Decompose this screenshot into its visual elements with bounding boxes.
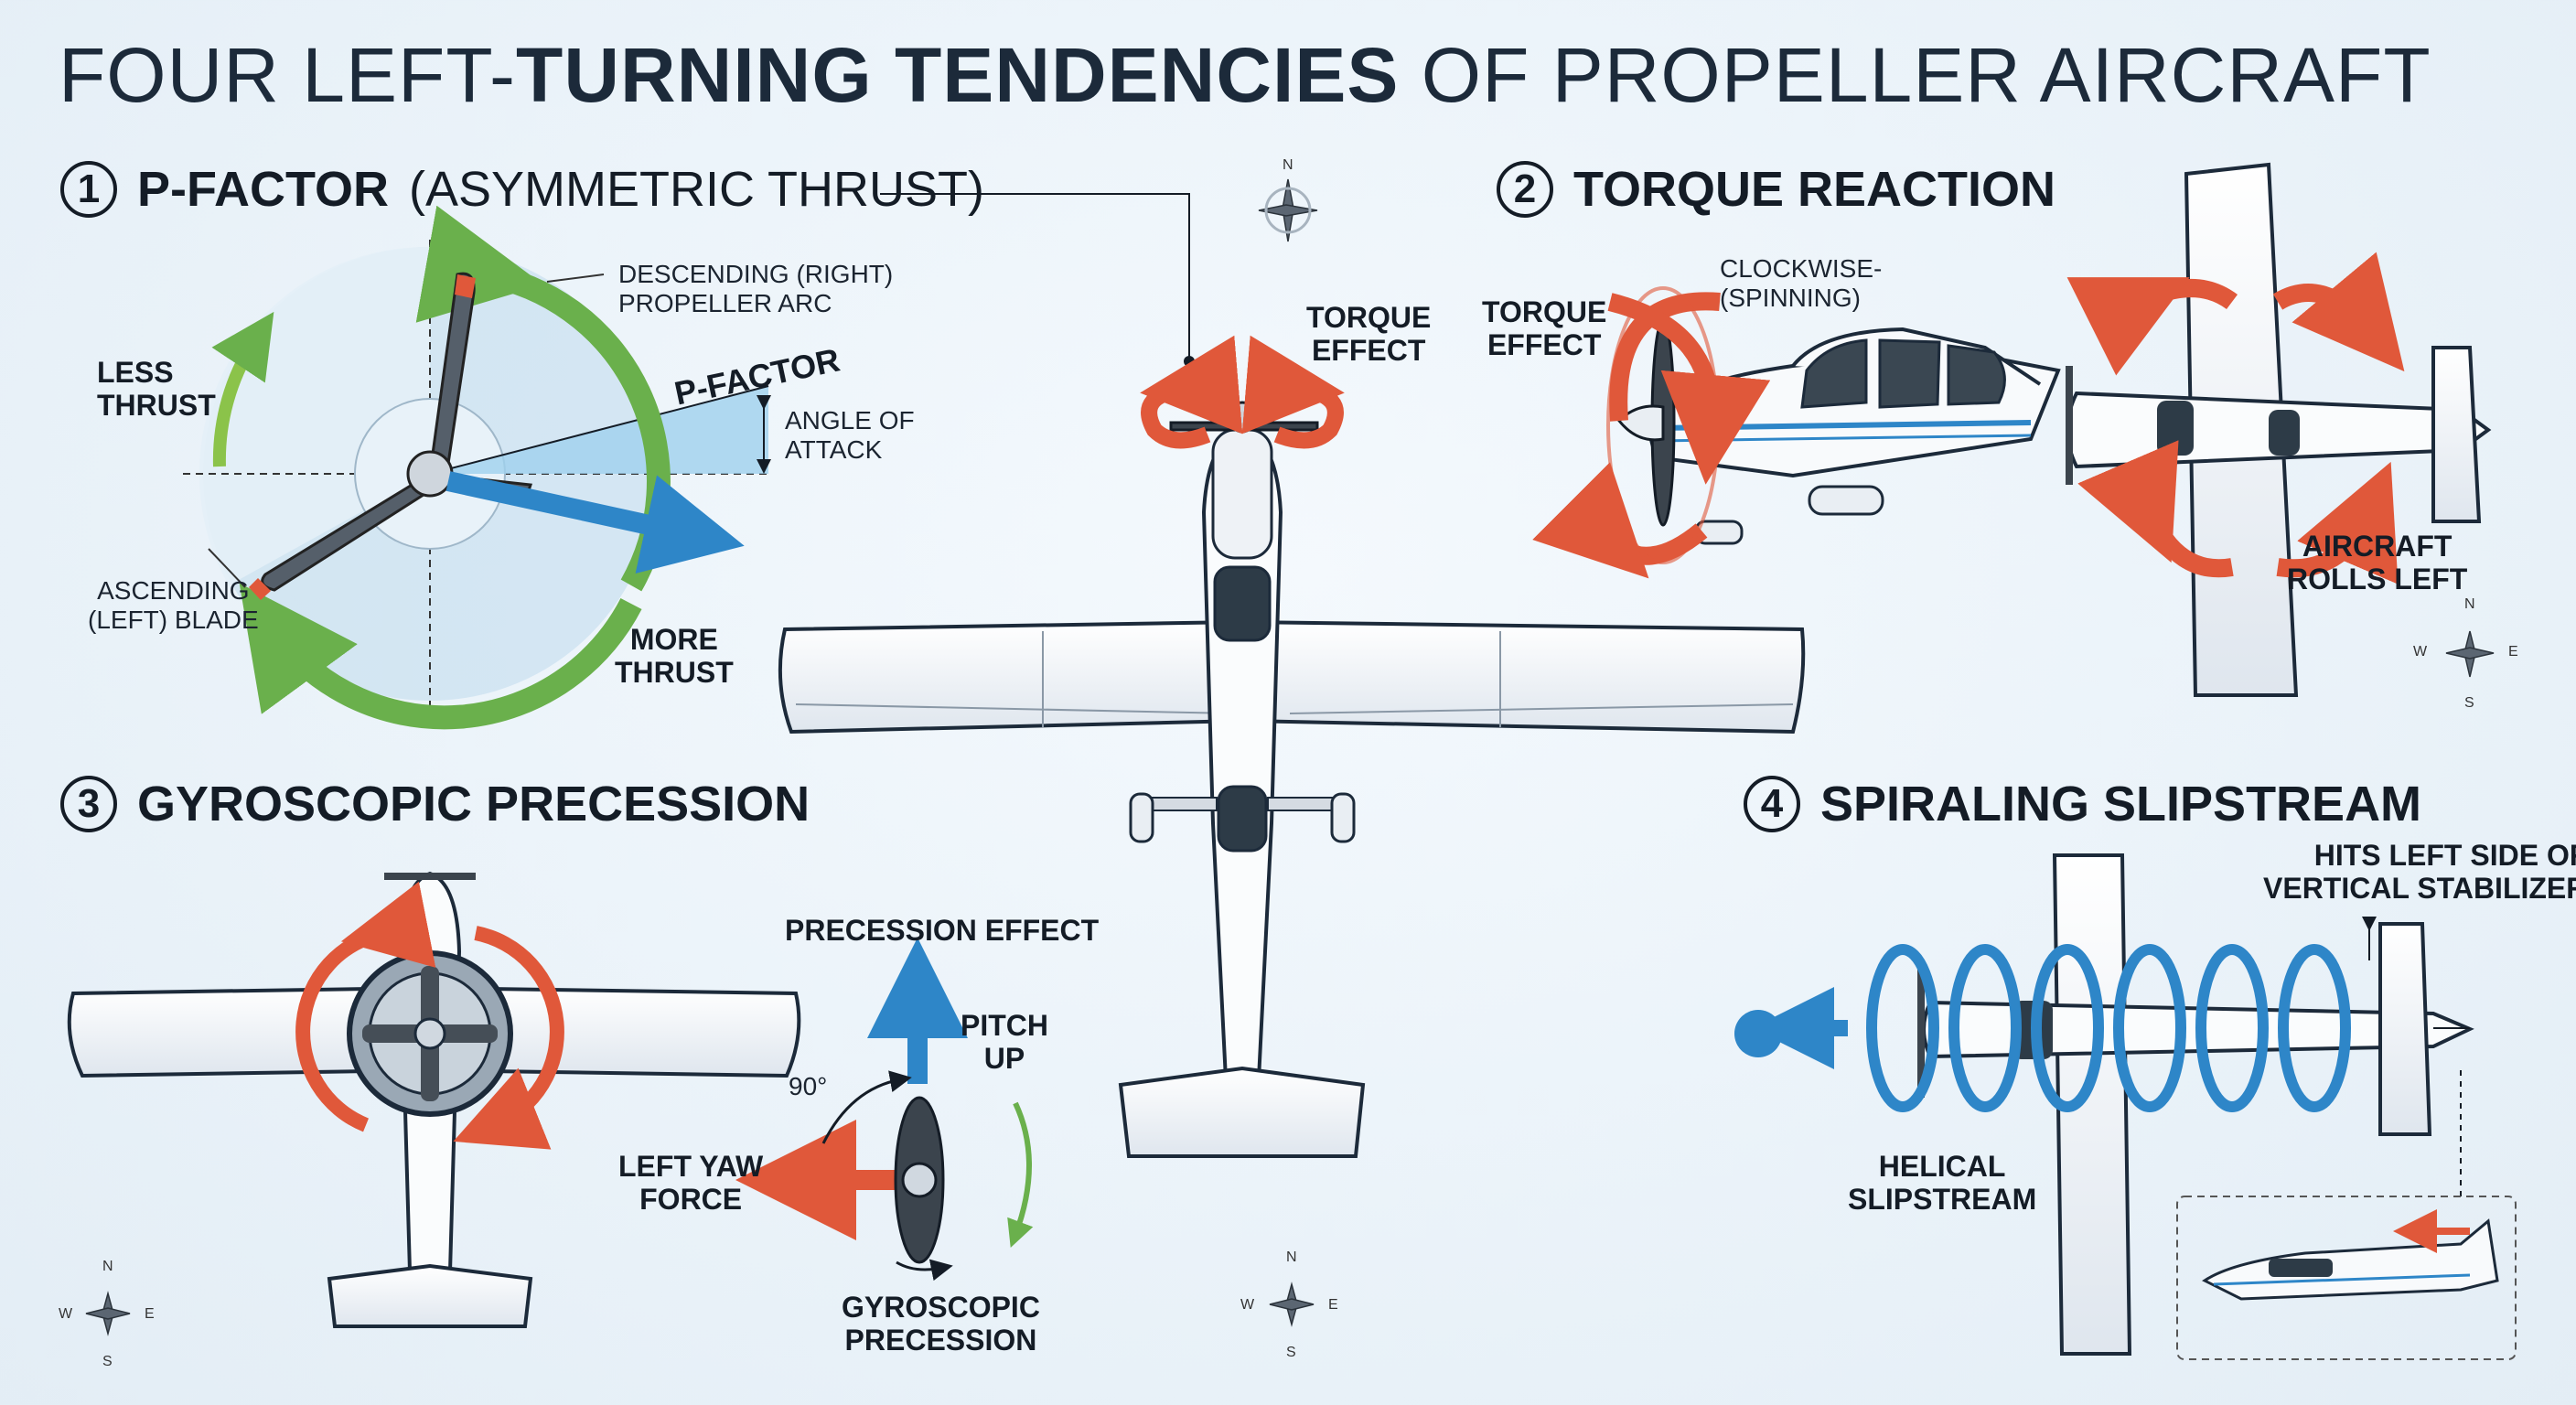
compass-s: S: [1286, 1345, 1296, 1360]
torque-side-view: [1532, 286, 2061, 579]
section-number: 3: [60, 776, 117, 832]
less-thrust-arrow: [211, 311, 274, 467]
descending-arc-label: DESCENDING (RIGHT)PROPELLER ARC: [618, 260, 894, 318]
ninety-degree-label: 90°: [789, 1072, 828, 1100]
compass-n: N: [102, 1259, 113, 1274]
leader-line: [880, 193, 1190, 361]
gyro-precession-diagram: [735, 938, 1034, 1282]
more-thrust-arrow: [445, 471, 745, 574]
section-label: GYROSCOPIC PRECESSION: [137, 777, 810, 831]
section-number: 4: [1744, 776, 1800, 832]
section-heading-p-factor: 1 P-FACTOR (ASYMMETRIC THRUST): [60, 161, 984, 218]
section-label: TORQUE REACTION: [1573, 162, 2056, 217]
section-number: 1: [60, 161, 117, 218]
compass-e: E: [145, 1306, 155, 1322]
compass-n: N: [2464, 596, 2475, 612]
propeller-spinner: [406, 450, 454, 498]
compass-w: W: [1240, 1297, 1255, 1313]
canopy: [1213, 565, 1272, 642]
section-label: P-FACTOR: [137, 162, 390, 217]
compass-s: S: [102, 1354, 113, 1369]
ascending-arc-arrow: [239, 583, 642, 730]
compass-w: W: [2413, 644, 2428, 660]
compass-roses: [85, 178, 2495, 1336]
inset-box: [2176, 1196, 2517, 1360]
section-heading-gyro: 3 GYROSCOPIC PRECESSION: [60, 776, 810, 832]
compass-n: N: [1286, 1249, 1297, 1265]
clockwise-spinning-label: CLOCKWISE-(SPINNING): [1720, 254, 1883, 313]
compass-e: E: [1328, 1297, 1338, 1313]
precession-effect-label: PRECESSION EFFECT: [785, 914, 1100, 947]
section-heading-slipstream: 4 SPIRALING SLIPSTREAM: [1744, 776, 2421, 832]
compass-w: W: [59, 1306, 73, 1322]
compass-s: S: [2464, 695, 2474, 711]
horizontal-stabilizer: [1118, 1066, 1366, 1158]
ascending-blade-label: ASCENDING(LEFT) BLADE: [88, 576, 259, 635]
center-aircraft-top-view: [778, 335, 1806, 1158]
section-label: SPIRALING SLIPSTREAM: [1820, 777, 2422, 831]
main-wing: [778, 619, 1806, 735]
compass-n: N: [1283, 157, 1293, 173]
section-heading-torque: 2 TORQUE REACTION: [1497, 161, 2055, 218]
page-title: FOUR LEFT-TURNING TENDENCIES OF PROPELLE…: [59, 32, 2431, 118]
compass-e: E: [2508, 644, 2518, 660]
gyro-aircraft-top-view: [67, 871, 801, 1328]
section-number: 2: [1497, 161, 1553, 218]
p-factor-diagram: [183, 205, 771, 730]
torque-top-view: [2066, 162, 2492, 697]
slipstream-diagram: [1734, 853, 2517, 1360]
